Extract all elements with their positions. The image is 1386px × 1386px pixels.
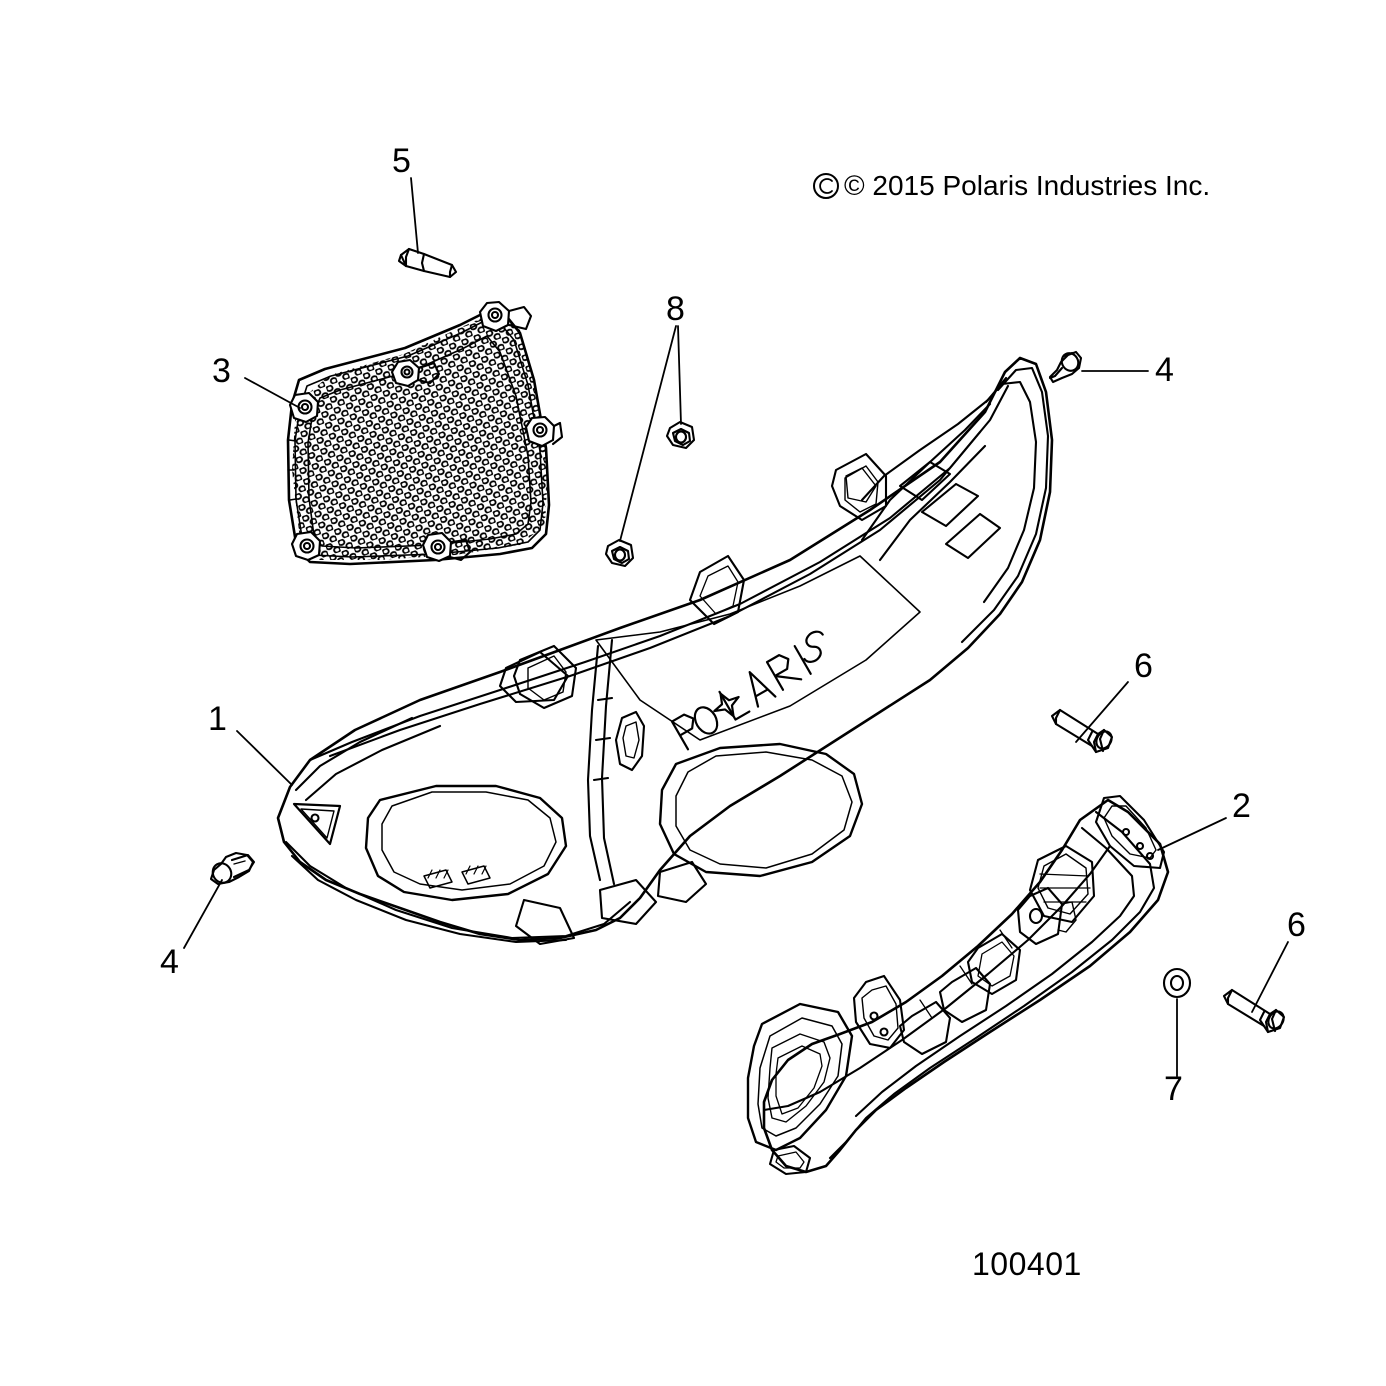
part-6-bolt-graphic <box>1050 708 1114 754</box>
part-2-valance-graphic <box>746 794 1170 1176</box>
part-6-bolt-graphic <box>1222 988 1286 1034</box>
leader-lines <box>183 177 1289 1077</box>
callout-2: 2 <box>1232 787 1251 825</box>
leader-3 <box>244 377 301 409</box>
callout-7: 7 <box>1164 1070 1183 1108</box>
copyright-notice: © 2015 Polaris Industries Inc. <box>844 170 1211 201</box>
leader-4b <box>183 879 223 949</box>
polaris-logo-emboss <box>670 630 824 751</box>
part-8-nut-graphic <box>604 538 635 568</box>
callout-4-lower: 4 <box>160 943 179 981</box>
grille-tab <box>390 358 441 388</box>
part-5-screw-graphic <box>397 247 458 279</box>
grille-mount-boss <box>288 391 320 424</box>
callout-6-upper: 6 <box>1134 647 1153 685</box>
part-1-bumper-graphic <box>276 356 1054 946</box>
leader-6b <box>1251 941 1289 1013</box>
drawing-number: 100401 <box>972 1246 1082 1282</box>
callout-5: 5 <box>392 142 411 180</box>
callout-6-lower: 6 <box>1287 906 1306 944</box>
leader-6 <box>1075 681 1129 743</box>
leader-8-a <box>677 325 682 425</box>
grille-mount-boss <box>290 530 322 562</box>
callout-3: 3 <box>212 352 231 390</box>
part-3-grille-graphic <box>286 300 564 566</box>
part-4-push-rivet-graphic <box>209 851 256 886</box>
grille-mount-boss <box>421 531 472 563</box>
leader-2 <box>1157 817 1227 851</box>
callout-1: 1 <box>208 700 227 738</box>
callout-8: 8 <box>666 290 685 328</box>
grille-mount-boss <box>478 300 533 333</box>
grille-mount-boss <box>524 415 564 448</box>
part-8-nut-graphic <box>665 420 696 450</box>
copyright-symbol <box>813 173 839 199</box>
part-7-washer-graphic <box>1162 967 1192 999</box>
leader-8-b <box>619 325 677 542</box>
leader-5 <box>410 177 419 254</box>
leader-1 <box>236 730 293 786</box>
callout-4-upper: 4 <box>1155 351 1174 389</box>
part-4-push-rivet-graphic <box>1048 350 1083 384</box>
